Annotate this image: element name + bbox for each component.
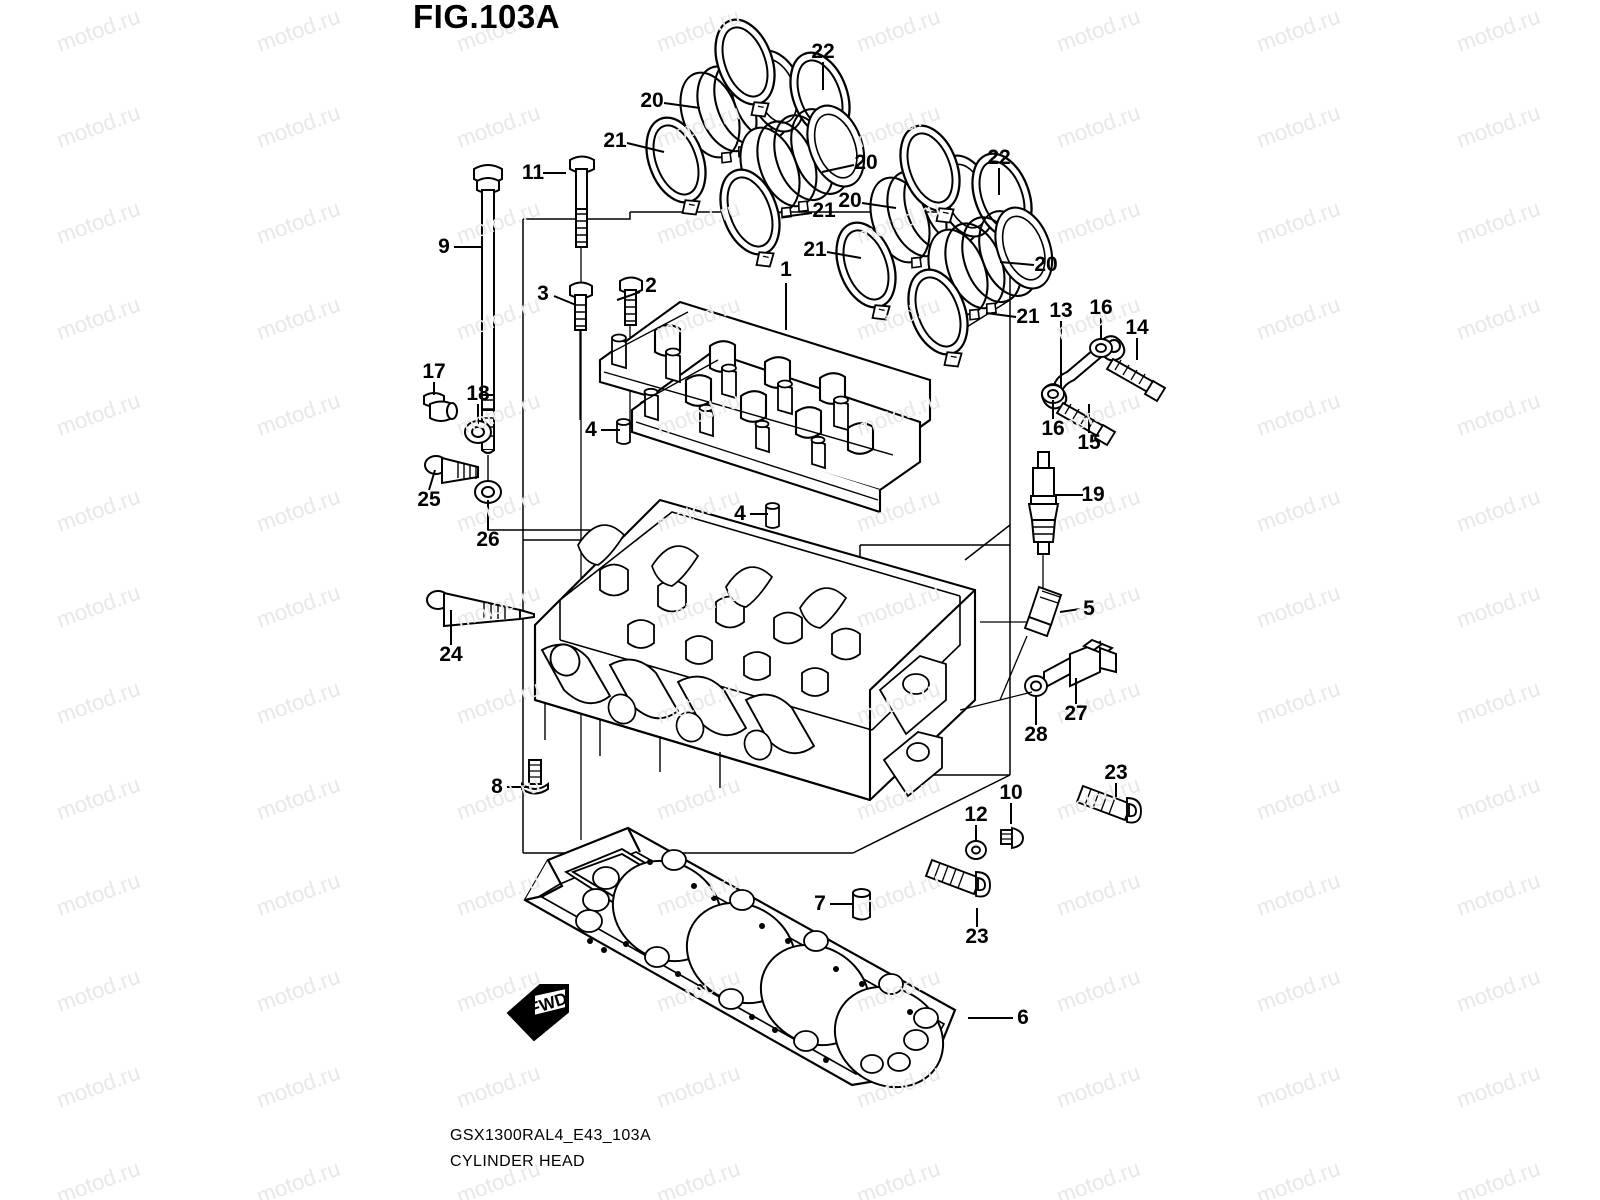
callout-number-15[interactable]: 15 [1077,431,1101,454]
callout-leader-21c [826,251,862,259]
callout-number-11[interactable]: 11 [521,161,545,184]
callout-number-28[interactable]: 28 [1024,723,1048,746]
callout-number-7[interactable]: 7 [814,892,826,915]
page-title: FIG.103A [413,0,561,35]
callout-leader-2 [616,291,641,301]
callout-number-13[interactable]: 13 [1049,299,1073,322]
callout-number-3[interactable]: 3 [537,282,549,305]
callout-number-1[interactable]: 1 [780,258,792,281]
callout-number-17[interactable]: 17 [422,360,446,383]
callout-number-22[interactable]: 22 [811,40,835,63]
callout-number-2[interactable]: 2 [645,274,657,297]
callout-leader-25 [428,469,436,491]
callout-number-27[interactable]: 27 [1064,702,1088,725]
callout-leader-5 [1059,608,1081,613]
callout-number-10[interactable]: 10 [999,781,1023,804]
callout-leader-21b [781,212,813,218]
callout-number-4b[interactable]: 4 [734,502,746,525]
callout-leader-21 [626,142,665,153]
callout-number-26[interactable]: 26 [476,528,500,551]
callout-number-19[interactable]: 19 [1081,483,1105,506]
callout-leader-20c [861,202,897,209]
callout-number-18[interactable]: 18 [466,382,490,405]
callout-number-20d[interactable]: 20 [1034,253,1058,276]
callout-leader-20b [821,164,855,173]
callout-leader-21d [985,312,1017,318]
callout-number-21[interactable]: 21 [603,129,627,152]
callout-number-5[interactable]: 5 [1083,597,1095,620]
callout-number-21b[interactable]: 21 [812,199,836,222]
figure-code: GSX1300RAL4_E43_103A [450,1127,652,1144]
callout-number-22b[interactable]: 22 [987,146,1011,169]
callout-number-16[interactable]: 16 [1089,296,1113,319]
callout-leader-20d [999,261,1035,266]
callout-leader-3 [553,295,577,306]
callout-number-21c[interactable]: 21 [803,238,827,261]
callout-number-4[interactable]: 4 [585,418,597,441]
callout-number-23[interactable]: 23 [1104,761,1128,784]
callout-number-16b[interactable]: 16 [1041,417,1065,440]
callout-number-23b[interactable]: 23 [965,925,989,948]
callout-number-12[interactable]: 12 [964,803,988,826]
callout-number-8[interactable]: 8 [491,775,503,798]
callout-number-20[interactable]: 20 [640,89,664,112]
callout-number-21d[interactable]: 21 [1016,305,1040,328]
callout-number-6[interactable]: 6 [1017,1006,1029,1029]
callout-number-14[interactable]: 14 [1125,316,1149,339]
callout-leader-20 [663,102,701,109]
figure-name: CYLINDER HEAD [450,1153,586,1170]
callout-number-20c[interactable]: 20 [838,189,862,212]
callout-number-9[interactable]: 9 [438,235,450,258]
callout-number-20b[interactable]: 20 [854,151,878,174]
callout-number-24[interactable]: 24 [439,643,463,666]
callout-number-25[interactable]: 25 [417,488,441,511]
